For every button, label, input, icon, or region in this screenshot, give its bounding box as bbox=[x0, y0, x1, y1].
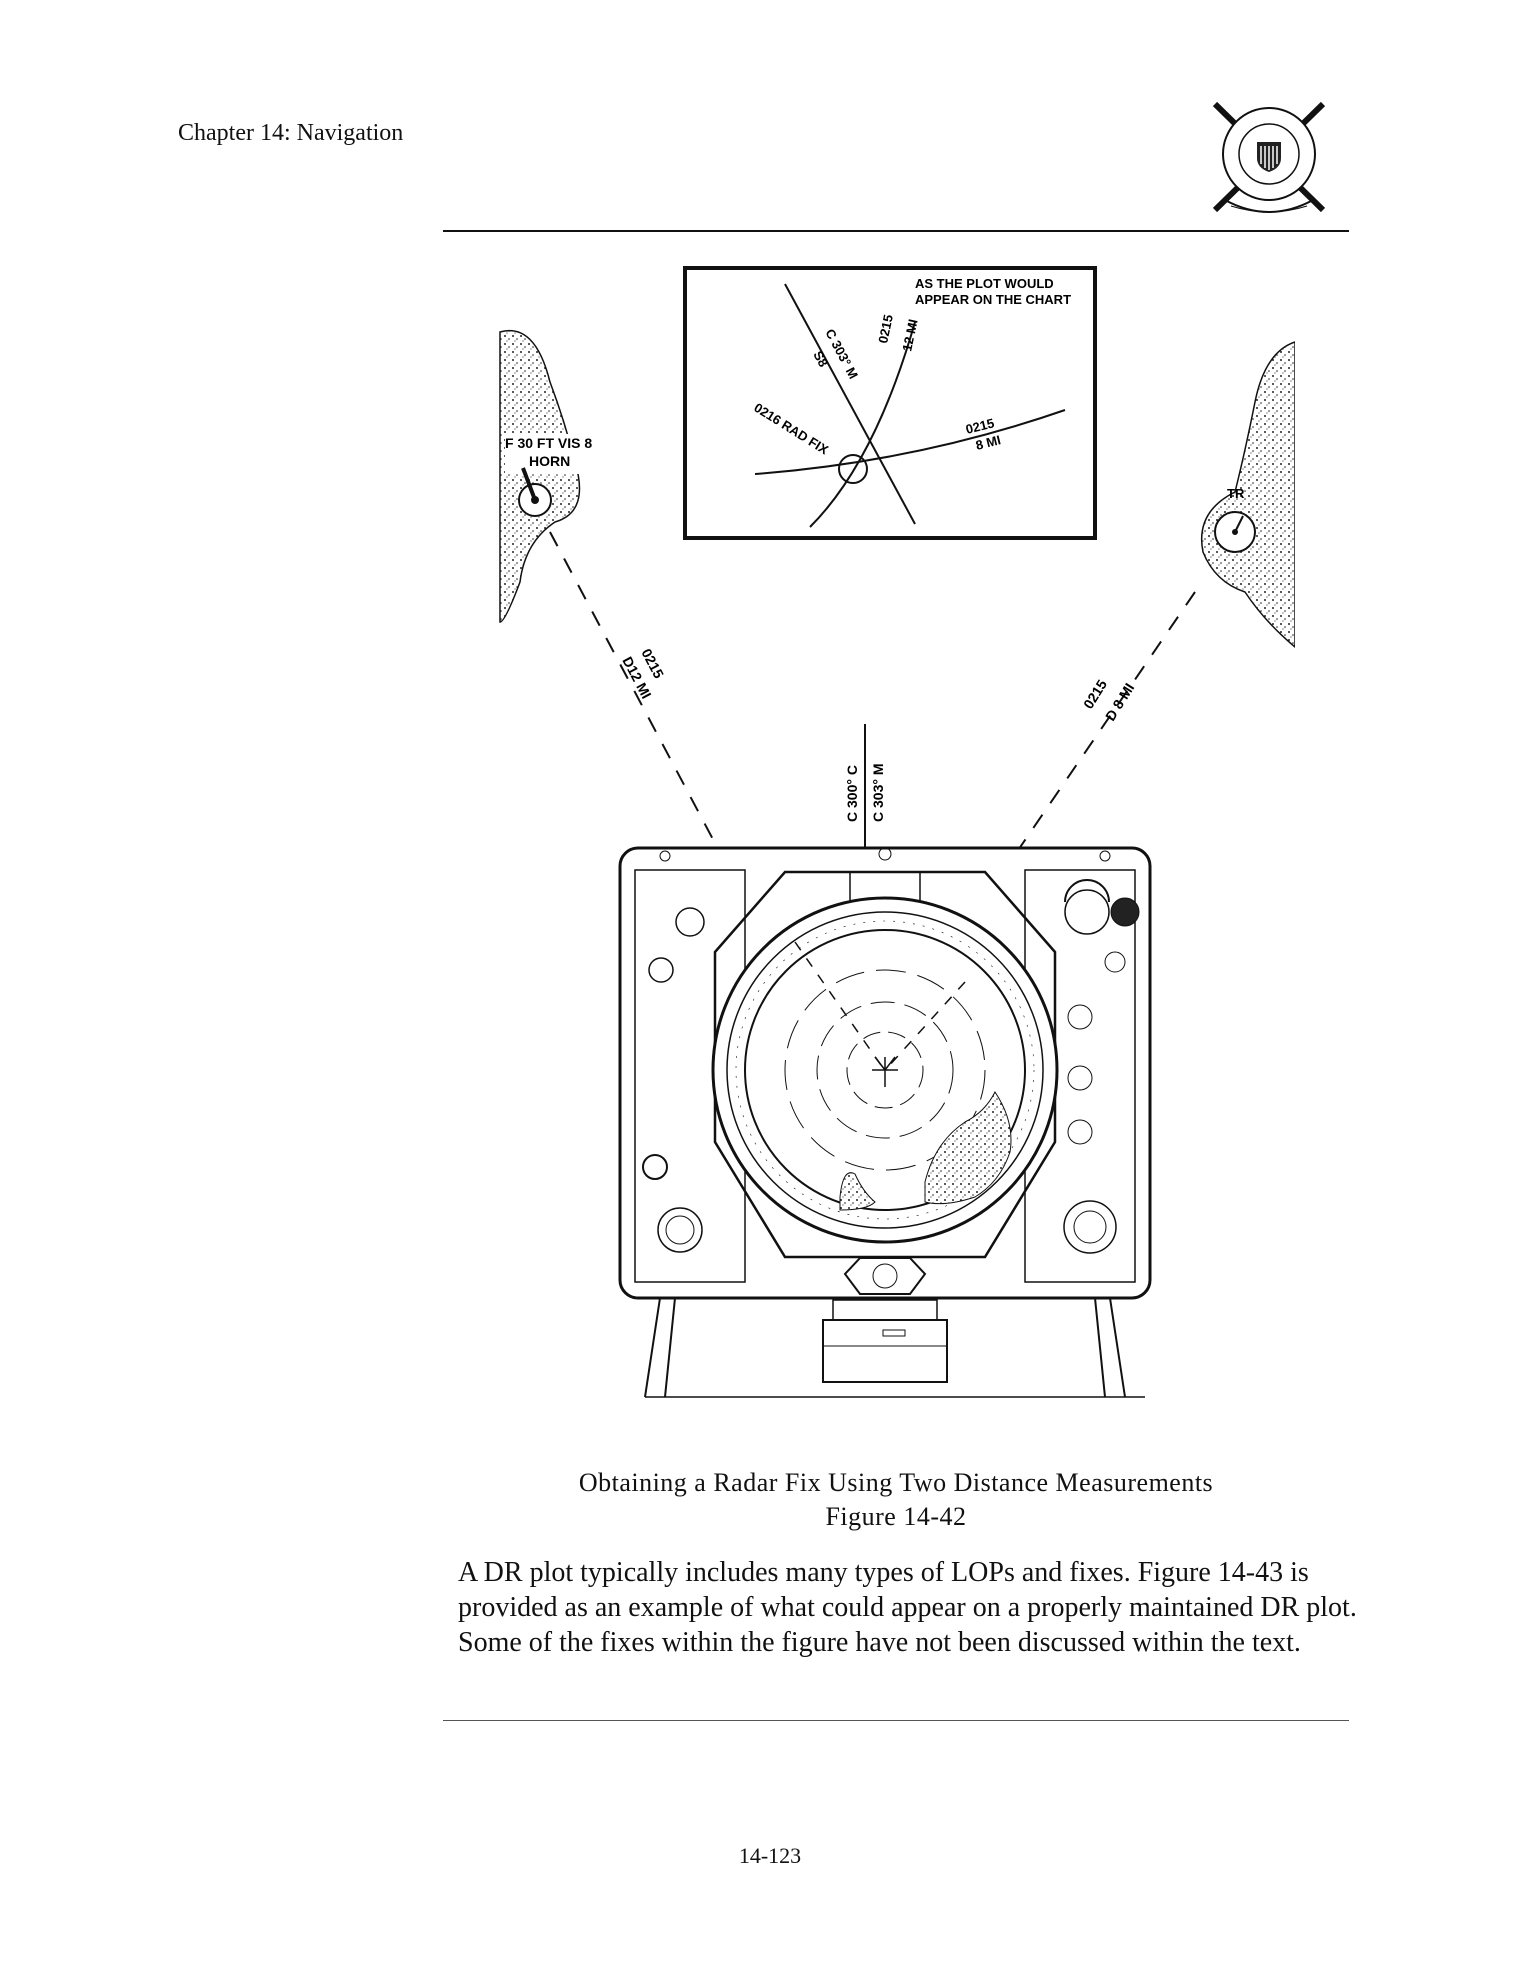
light-label-line1: F 30 FT VIS 8 bbox=[505, 435, 592, 451]
distance-arc-12mi bbox=[809, 321, 916, 528]
distance-arc-8mi bbox=[754, 409, 1066, 475]
right-landmass: TR bbox=[1201, 341, 1295, 648]
figure-caption-number: Figure 14-42 bbox=[825, 1502, 967, 1531]
radar-unit bbox=[618, 846, 1152, 1398]
figure-caption-title: Obtaining a Radar Fix Using Two Distance… bbox=[578, 1468, 1214, 1497]
chapter-header: Chapter 14: Navigation bbox=[178, 120, 404, 146]
coast-guard-seal-icon bbox=[1212, 101, 1326, 213]
radar-fix-circle bbox=[838, 454, 868, 484]
inset-arc-dist-bottom: 8 MI bbox=[974, 432, 1002, 453]
inset-arc-time-top: 0215 bbox=[875, 313, 896, 344]
body-paragraph: A DR plot typically includes many types … bbox=[458, 1557, 1357, 1658]
footer-rule bbox=[443, 1720, 1349, 1721]
radar-fix-figure: AS THE PLOT WOULD APPEAR ON THE CHART C … bbox=[499, 266, 1295, 1398]
inset-course-label2: S8 bbox=[810, 348, 831, 369]
inset-title-line2: APPEAR ON THE CHART bbox=[915, 292, 1071, 307]
heading-compass-label: C 300° C bbox=[844, 765, 860, 822]
heading-magnetic-label: C 303° M bbox=[870, 763, 886, 822]
left-range-line bbox=[549, 531, 726, 863]
inset-title-line1: AS THE PLOT WOULD bbox=[915, 276, 1054, 291]
chart-inset: AS THE PLOT WOULD APPEAR ON THE CHART C … bbox=[683, 266, 1097, 540]
page-number: 14-123 bbox=[738, 1843, 802, 1868]
header-rule bbox=[443, 230, 1349, 232]
inset-arc-dist-top: 12 MI bbox=[899, 318, 920, 353]
inset-arc-time-bottom: 0215 bbox=[964, 415, 996, 437]
course-line bbox=[784, 283, 916, 525]
light-label-line2: HORN bbox=[529, 453, 570, 469]
right-line-time: 0215 bbox=[1080, 677, 1110, 712]
radar-screen bbox=[744, 929, 1026, 1211]
tower-label: TR bbox=[1227, 486, 1245, 501]
right-range-line bbox=[1009, 591, 1196, 863]
left-landmass: F 30 FT VIS 8 HORN bbox=[499, 329, 605, 623]
